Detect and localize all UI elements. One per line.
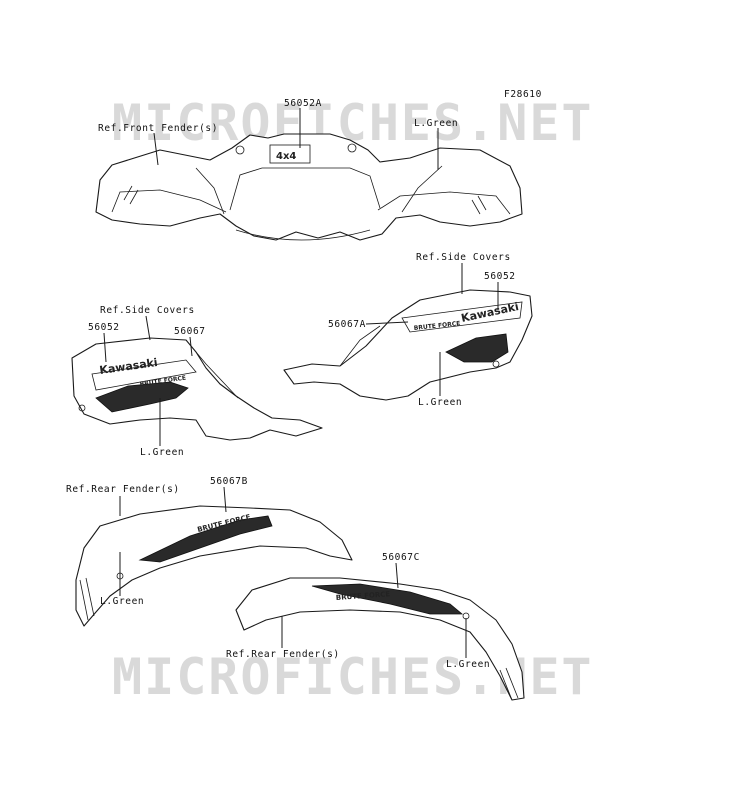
rear-fender-right-drawing: BRUTE FORCE [235, 577, 525, 701]
front-4x4-decal: 4x4 [276, 151, 296, 162]
callout-right-lgreen: L.Green [418, 397, 462, 408]
callout-left-side-ref: Ref.Side Covers [100, 305, 195, 316]
callout-56067c: 56067C [382, 552, 420, 563]
callout-56052a: 56052A [284, 98, 322, 109]
callout-left-lgreen: L.Green [140, 447, 184, 458]
callout-left-56067: 56067 [174, 326, 206, 337]
callout-left-56052: 56052 [88, 322, 120, 333]
callout-front-lgreen: L.Green [414, 118, 458, 129]
callout-56067b: 56067B [210, 476, 248, 487]
callout-right-side-ref: Ref.Side Covers [416, 252, 511, 263]
callout-rear-right-lgreen: L.Green [446, 659, 490, 670]
callout-rear-left-ref: Ref.Rear Fender(s) [66, 484, 180, 495]
figure-id: F28610 [504, 89, 542, 100]
rear-right-model-decal: BRUTE FORCE [336, 590, 391, 602]
left-side-cover-drawing: Kawasaki BRUTE FORCE [71, 337, 323, 441]
callout-right-56052: 56052 [484, 271, 516, 282]
callout-rear-left-lgreen: L.Green [100, 596, 144, 607]
callout-rear-right-ref: Ref.Rear Fender(s) [226, 649, 340, 660]
rear-fender-left-drawing: BRUTE FORCE [75, 505, 353, 627]
callout-right-56067a: 56067A [328, 319, 366, 330]
callout-front-fender-ref: Ref.Front Fender(s) [98, 123, 218, 134]
front-fender-drawing: 4x4 [95, 133, 523, 241]
right-brute-force-decal: BRUTE FORCE [413, 320, 460, 332]
right-side-cover-drawing: Kawasaki BRUTE FORCE [283, 289, 533, 401]
